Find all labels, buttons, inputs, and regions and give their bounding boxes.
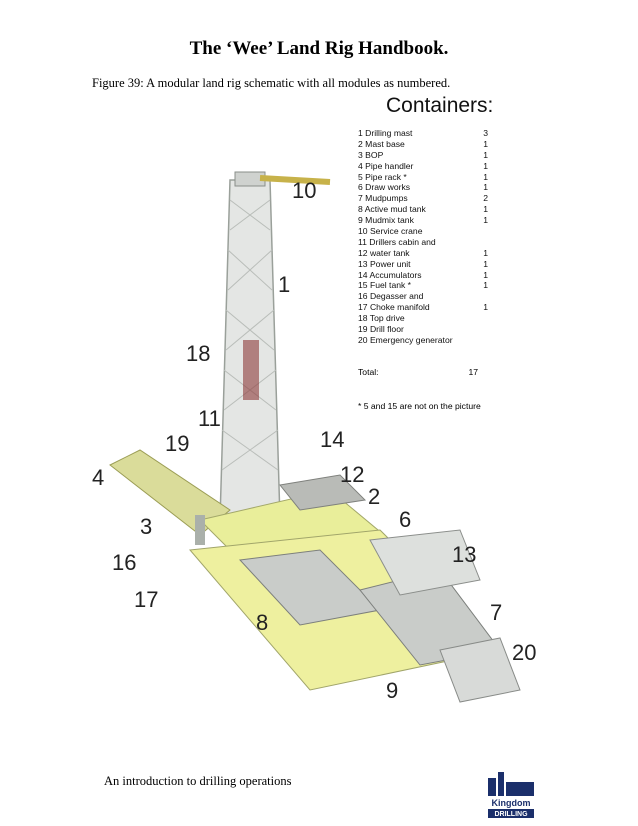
callout-label: 17 — [134, 587, 159, 612]
callout-label: 8 — [256, 610, 269, 635]
rig-schematic-illustration — [109, 171, 521, 703]
list-item: 19 Drill floor — [358, 324, 404, 335]
list-item: 5 Pipe rack *1 — [358, 171, 488, 182]
list-item: 20 Emergency generator — [358, 334, 453, 345]
containers-title: Containers: — [386, 94, 494, 117]
callout-label: 4 — [92, 465, 105, 490]
callout-label: 9 — [386, 678, 399, 703]
kingdom-drilling-logo: Kingdom DRILLING — [486, 772, 536, 818]
logo-text-line1: Kingdom — [492, 798, 531, 808]
callout-label: 1 — [278, 272, 291, 297]
callout-label: 13 — [452, 542, 477, 567]
list-item: 18 Top drive — [358, 313, 405, 324]
callout-label: 20 — [512, 640, 537, 665]
pipe-handler — [109, 449, 231, 536]
list-item: 10 Service crane — [358, 226, 423, 237]
list-item: 15 Fuel tank *1 — [358, 280, 488, 291]
service-crane-boom — [259, 175, 331, 185]
callout-label: 18 — [186, 341, 211, 366]
callout-label: 3 — [140, 514, 153, 539]
list-item: 11 Drillers cabin and — [358, 236, 436, 247]
footnote: * 5 and 15 are not on the picture — [358, 401, 481, 411]
containers-total: Total:17 — [358, 367, 478, 377]
page-title: The ‘Wee’ Land Rig Handbook. — [189, 38, 449, 59]
footer-text: An introduction to drilling operations — [104, 774, 292, 788]
callout-label: 16 — [112, 550, 137, 575]
callout-label: 7 — [490, 600, 503, 625]
logo-text-line2: DRILLING — [494, 811, 528, 818]
callout-label: 14 — [320, 427, 345, 452]
callout-label: 12 — [340, 462, 365, 487]
callout-label: 6 — [399, 507, 412, 532]
callout-label: 2 — [368, 484, 381, 509]
drilling-mast — [219, 171, 281, 521]
figure-caption: Figure 39: A modular land rig schematic … — [92, 76, 451, 90]
list-item: 16 Degasser and — [358, 291, 424, 302]
rig-modules — [189, 515, 521, 703]
callout-label: 10 — [292, 178, 317, 203]
callout-label: 19 — [165, 431, 190, 456]
callout-label: 11 — [198, 406, 221, 431]
